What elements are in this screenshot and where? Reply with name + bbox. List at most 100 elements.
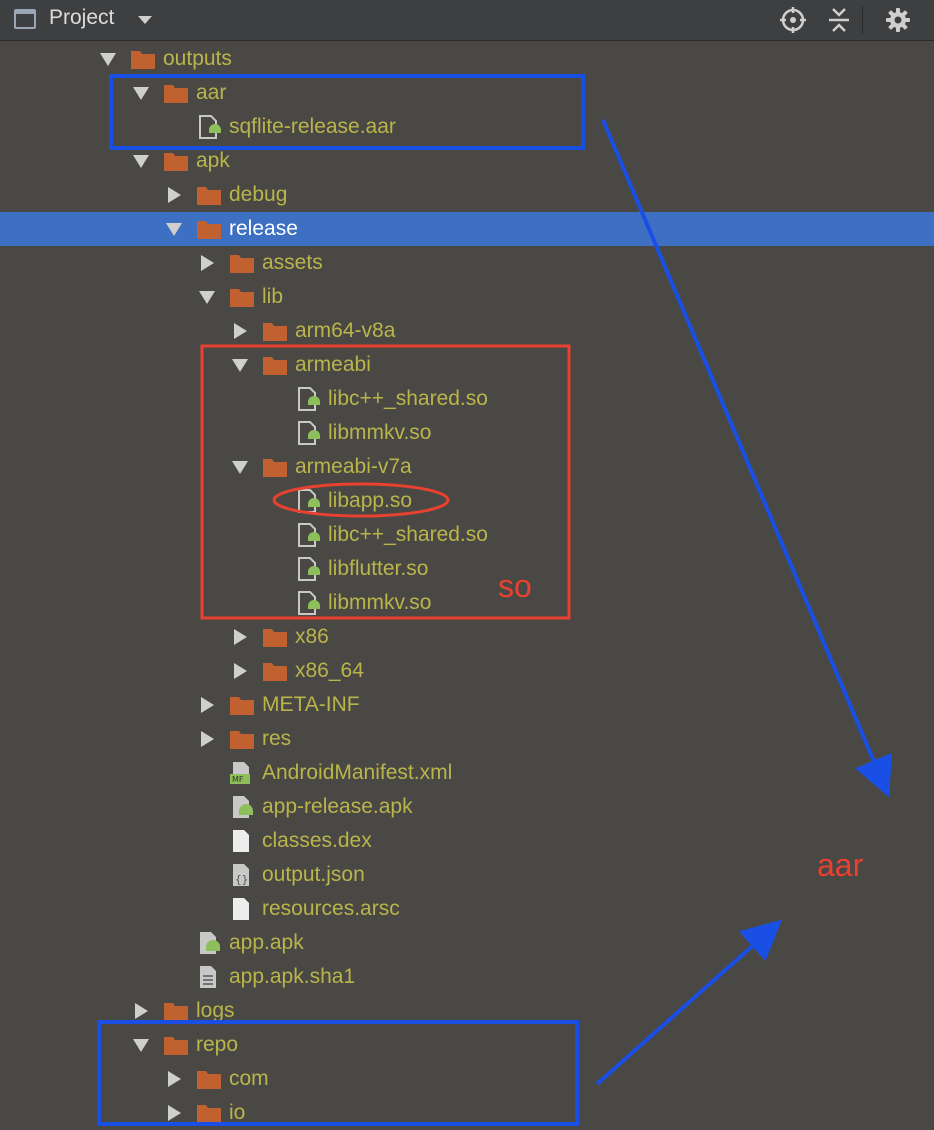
tree-folder-META-INF[interactable]: META-INF [0, 688, 934, 722]
tree-folder-logs[interactable]: logs [0, 994, 934, 1028]
expand-arrow-closed-icon[interactable] [201, 255, 214, 271]
project-view-title[interactable]: Project [49, 6, 115, 29]
expand-arrow-open-icon[interactable] [199, 291, 215, 304]
tree-folder-outputs[interactable]: outputs [0, 42, 934, 76]
tree-folder-com[interactable]: com [0, 1062, 934, 1096]
tree-item-label: release [229, 217, 298, 240]
android-file-icon [295, 489, 321, 513]
tree-item-label: output.json [262, 863, 365, 886]
tree-item-label: assets [262, 251, 323, 274]
expand-arrow-closed-icon[interactable] [201, 731, 214, 747]
folder-icon [163, 1033, 189, 1057]
tree-file-output.json[interactable]: {}output.json [0, 858, 934, 892]
tree-folder-io[interactable]: io [0, 1096, 934, 1130]
folder-icon [163, 999, 189, 1023]
text-file-icon [196, 965, 222, 989]
tree-folder-apk[interactable]: apk [0, 144, 934, 178]
tree-item-label: io [229, 1101, 246, 1124]
apk-file-icon [196, 931, 222, 955]
tree-folder-assets[interactable]: assets [0, 246, 934, 280]
tree-folder-arm64-v8a[interactable]: arm64-v8a [0, 314, 934, 348]
tree-item-label: classes.dex [262, 829, 372, 852]
android-file-icon [196, 115, 222, 139]
tree-item-label: res [262, 727, 292, 750]
tree-file-libc++_shared.so[interactable]: libc++_shared.so [0, 382, 934, 416]
tree-file-libmmkv.so[interactable]: libmmkv.so [0, 586, 934, 620]
expand-arrow-closed-icon[interactable] [234, 323, 247, 339]
tree-folder-res[interactable]: res [0, 722, 934, 756]
tree-item-label: app.apk [229, 931, 304, 954]
android-file-icon [295, 421, 321, 445]
folder-icon [229, 693, 255, 717]
android-file-icon [295, 591, 321, 615]
folder-icon [262, 353, 288, 377]
tree-folder-lib[interactable]: lib [0, 280, 934, 314]
tree-item-label: arm64-v8a [295, 319, 396, 342]
apk-file-icon [229, 795, 255, 819]
expand-arrow-closed-icon[interactable] [168, 187, 181, 203]
crosshair-icon[interactable] [778, 5, 808, 35]
tree-folder-x86_64[interactable]: x86_64 [0, 654, 934, 688]
expand-arrow-closed-icon[interactable] [168, 1071, 181, 1087]
tree-item-label: armeabi [295, 353, 371, 376]
tree-folder-release[interactable]: release [0, 212, 934, 246]
tree-item-label: outputs [163, 47, 232, 70]
tree-item-label: logs [196, 999, 235, 1022]
plain-file-icon [229, 897, 255, 921]
tree-item-label: libmmkv.so [328, 591, 432, 614]
expand-arrow-open-icon[interactable] [133, 1039, 149, 1052]
tree-file-resources.arsc[interactable]: resources.arsc [0, 892, 934, 926]
expand-arrow-closed-icon[interactable] [168, 1105, 181, 1121]
expand-arrow-closed-icon[interactable] [135, 1003, 148, 1019]
tree-folder-aar[interactable]: aar [0, 76, 934, 110]
folder-icon [163, 149, 189, 173]
tree-folder-repo[interactable]: repo [0, 1028, 934, 1062]
tree-item-label: libc++_shared.so [328, 523, 488, 546]
tree-item-label: armeabi-v7a [295, 455, 412, 478]
window-icon[interactable] [14, 9, 36, 29]
expand-arrow-open-icon[interactable] [133, 87, 149, 100]
folder-icon [163, 81, 189, 105]
tree-file-sqflite-release.aar[interactable]: sqflite-release.aar [0, 110, 934, 144]
plain-file-icon [229, 829, 255, 853]
folder-icon [196, 217, 222, 241]
expand-arrow-open-icon[interactable] [100, 53, 116, 66]
tree-folder-armeabi-v7a[interactable]: armeabi-v7a [0, 450, 934, 484]
folder-icon [229, 727, 255, 751]
tree-file-classes.dex[interactable]: classes.dex [0, 824, 934, 858]
tree-item-label: libmmkv.so [328, 421, 432, 444]
expand-arrow-open-icon[interactable] [232, 359, 248, 372]
expand-arrow-open-icon[interactable] [166, 223, 182, 236]
tree-file-app-release.apk[interactable]: app-release.apk [0, 790, 934, 824]
tree-item-label: repo [196, 1033, 239, 1056]
tree-file-libflutter.so[interactable]: libflutter.so [0, 552, 934, 586]
expand-arrow-closed-icon[interactable] [201, 697, 214, 713]
tree-file-libc++_shared.so[interactable]: libc++_shared.so [0, 518, 934, 552]
chevron-down-icon[interactable] [138, 16, 152, 24]
tree-item-label: sqflite-release.aar [229, 115, 396, 138]
tree-file-libapp.so[interactable]: libapp.so [0, 484, 934, 518]
tree-file-app.apk.sha1[interactable]: app.apk.sha1 [0, 960, 934, 994]
tree-item-label: lib [262, 285, 284, 308]
tree-item-label: aar [196, 81, 227, 104]
aar-annotation-label: aar [817, 847, 864, 883]
tree-folder-armeabi[interactable]: armeabi [0, 348, 934, 382]
so-annotation-label: so [498, 568, 532, 604]
expand-arrow-closed-icon[interactable] [234, 629, 247, 645]
tree-folder-debug[interactable]: debug [0, 178, 934, 212]
svg-text:MF: MF [232, 775, 244, 784]
collapse-icon[interactable] [824, 5, 854, 35]
manifest-file-icon: MF [229, 761, 255, 785]
tree-file-app.apk[interactable]: app.apk [0, 926, 934, 960]
folder-icon [130, 47, 156, 71]
expand-arrow-open-icon[interactable] [133, 155, 149, 168]
expand-arrow-closed-icon[interactable] [234, 663, 247, 679]
toolbar-separator [862, 6, 863, 34]
gear-icon[interactable] [883, 5, 913, 35]
tree-folder-x86[interactable]: x86 [0, 620, 934, 654]
folder-icon [196, 183, 222, 207]
tree-file-libmmkv.so[interactable]: libmmkv.so [0, 416, 934, 450]
expand-arrow-open-icon[interactable] [232, 461, 248, 474]
tree-item-label: debug [229, 183, 288, 206]
